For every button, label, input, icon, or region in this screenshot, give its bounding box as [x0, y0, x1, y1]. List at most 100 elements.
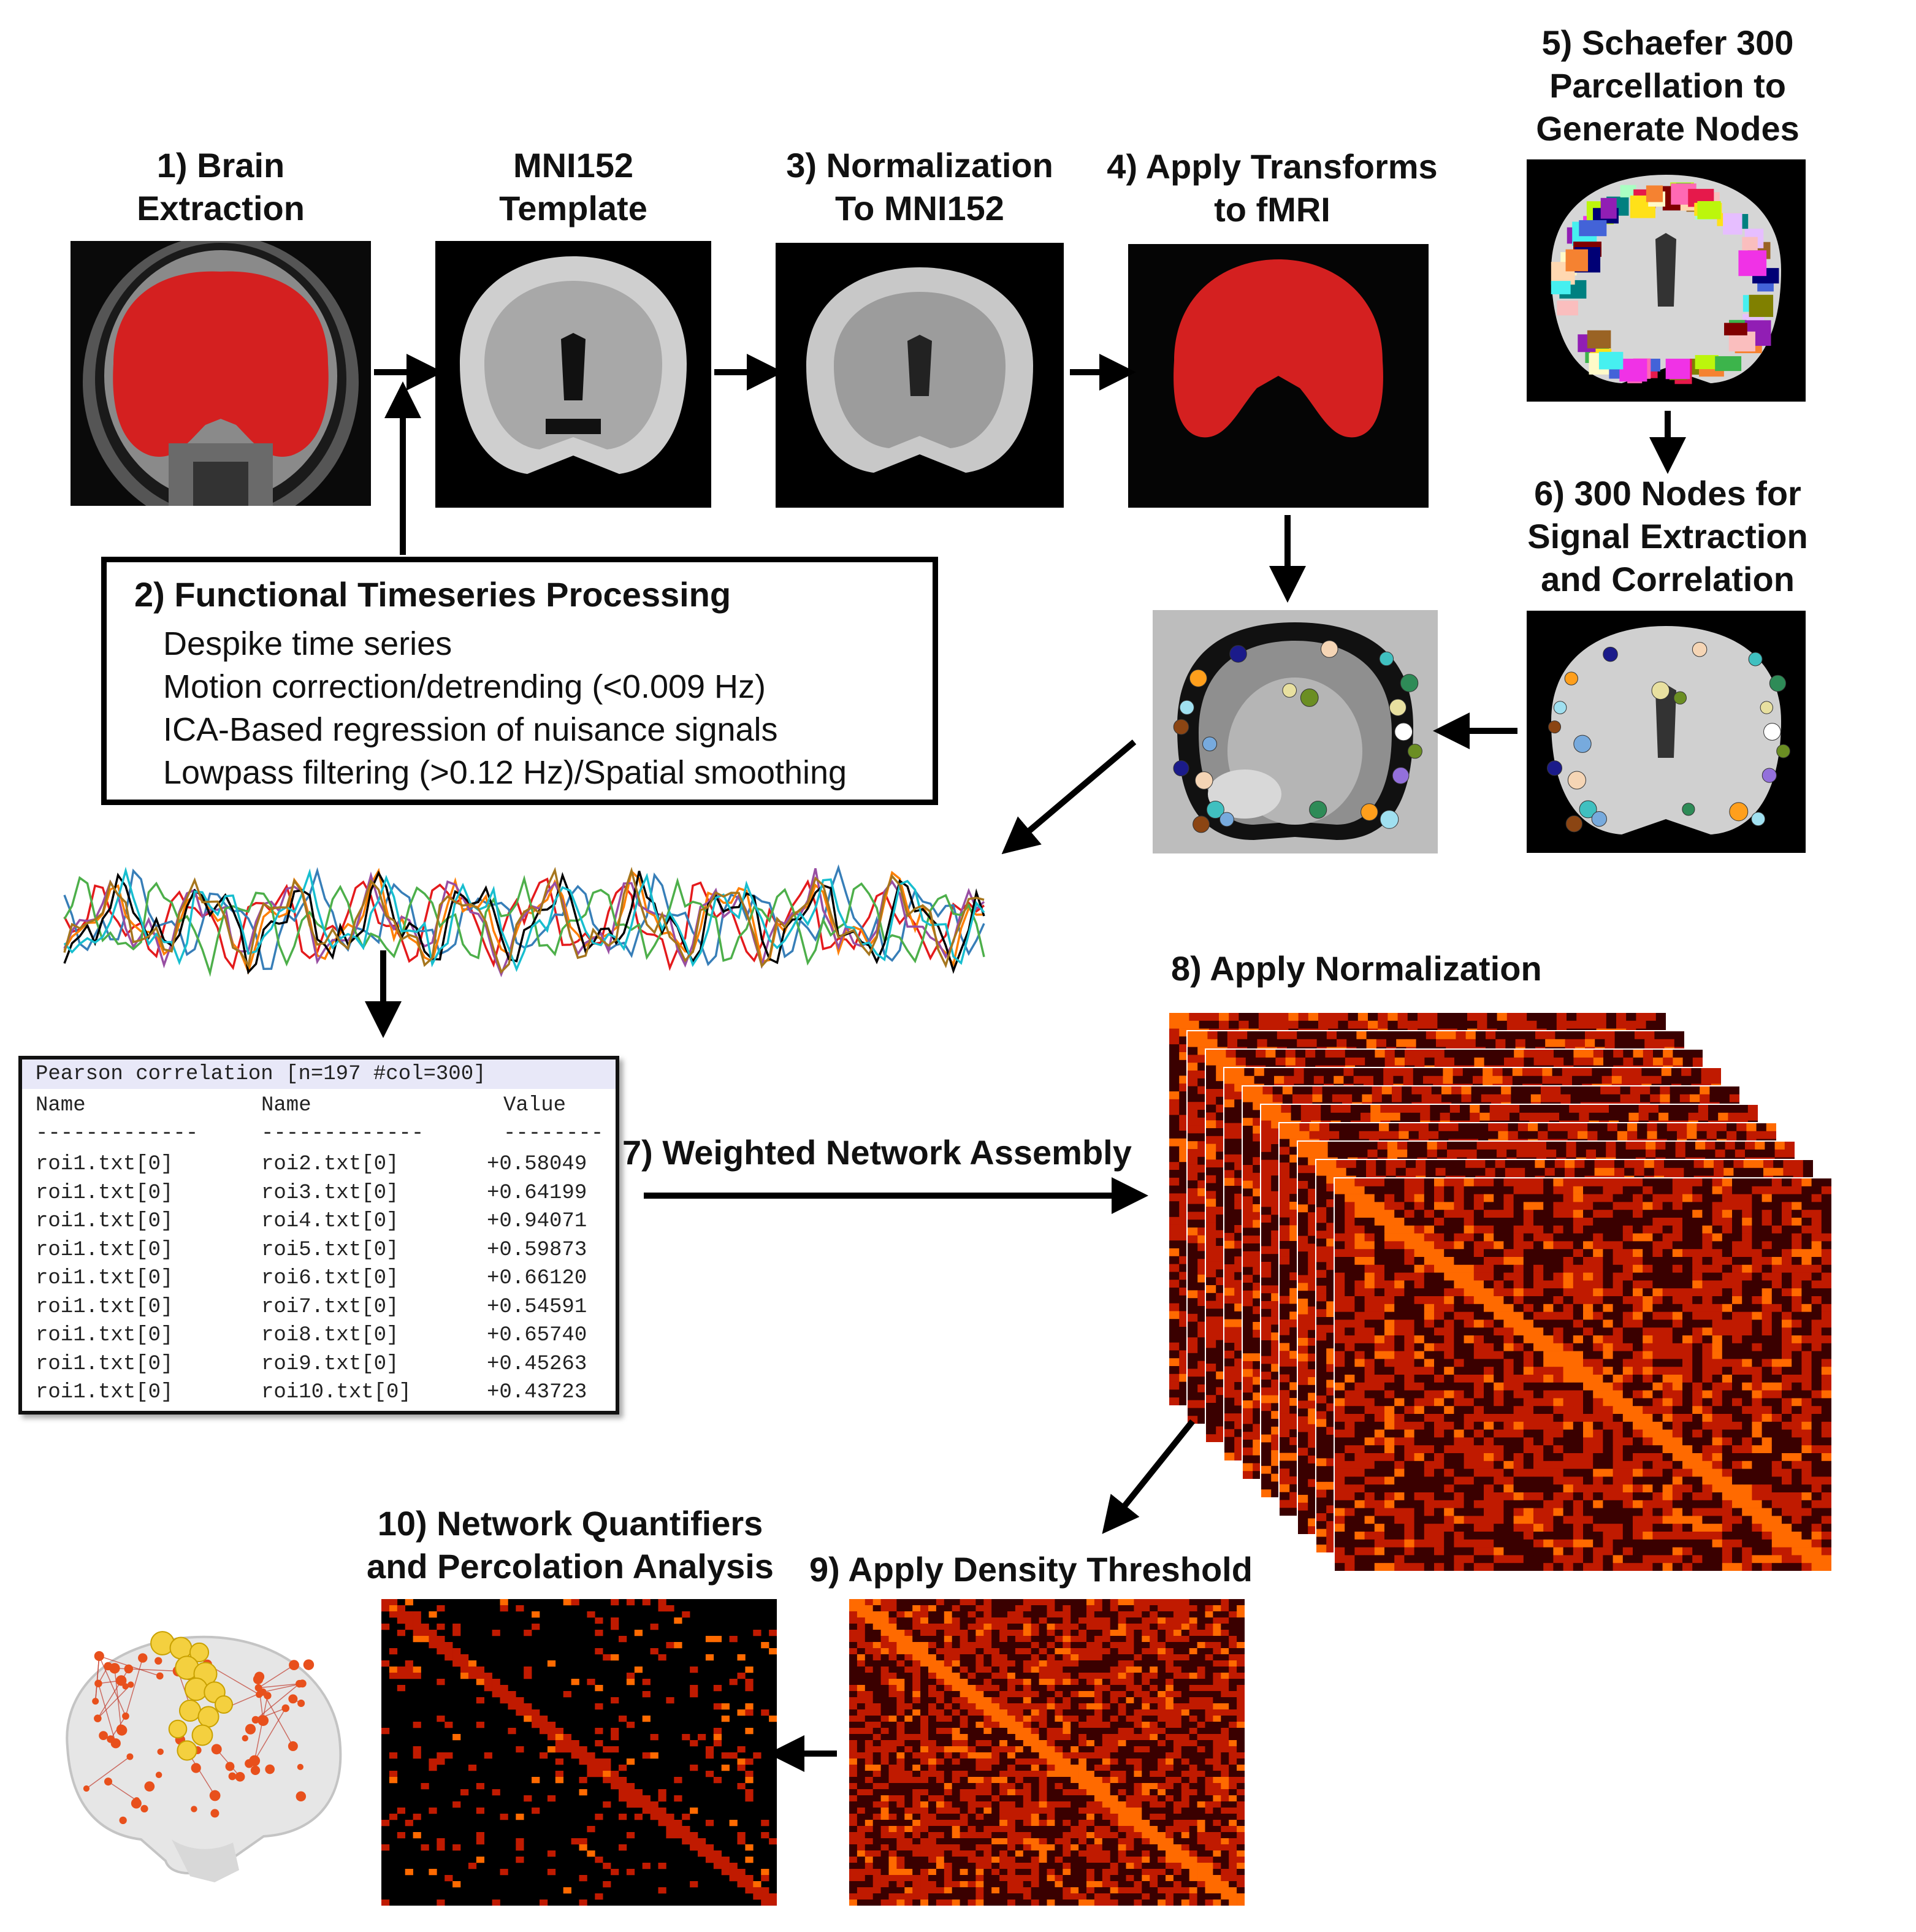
matrix-cell — [1447, 1020, 1458, 1029]
matrix-cell — [1348, 1013, 1359, 1021]
matrix-cell — [1624, 1031, 1635, 1040]
processing-item-ica: ICA-Based regression of nuisance signals — [163, 708, 778, 751]
node-dot — [1748, 652, 1763, 666]
step6-label-line3: and Correlation — [1496, 558, 1839, 601]
timeseries-line — [63, 866, 985, 974]
matrix-cell — [1446, 1039, 1456, 1047]
matrix-cell — [1188, 1047, 1198, 1055]
matrix-cell — [1188, 1369, 1198, 1377]
table-cell: roi1.txt[0] — [36, 1293, 173, 1321]
matrix-cell — [1517, 1020, 1527, 1029]
timeseries-plot — [61, 846, 987, 996]
matrix-cell — [1188, 1039, 1198, 1047]
table-cell: roi1.txt[0] — [36, 1179, 173, 1207]
node-dot — [1229, 645, 1247, 663]
matrix-cell — [1188, 1329, 1198, 1338]
matrix-cell — [1169, 1381, 1180, 1390]
parcel-patch — [1742, 237, 1758, 251]
matrix-cell — [1407, 1020, 1418, 1029]
matrix-cell — [1248, 1020, 1259, 1029]
matrix-cell — [1258, 1020, 1269, 1029]
matrix-cell — [1456, 1031, 1467, 1040]
matrix-cell — [1188, 1306, 1198, 1315]
matrix-cell — [1457, 1013, 1468, 1021]
timeseries-line — [63, 877, 985, 971]
matrix-cell — [1486, 1031, 1496, 1040]
matrix-cell — [1169, 1373, 1180, 1382]
matrix-cell — [1316, 1039, 1327, 1047]
matrix-cell — [1467, 1020, 1478, 1029]
matrix-cell — [1188, 1055, 1198, 1063]
matrix-cell — [1624, 1039, 1635, 1047]
parcel-patch — [1619, 359, 1647, 382]
mri-brain-extraction-image — [71, 241, 371, 506]
matrix-cell — [1457, 1020, 1468, 1029]
matrix-cell — [1257, 1031, 1268, 1040]
matrix-cell — [1644, 1031, 1655, 1040]
matrix-cell — [1188, 1149, 1198, 1158]
matrix-cell — [1188, 1384, 1198, 1393]
matrix-cell — [1546, 1020, 1557, 1029]
separator: ------------- — [261, 1120, 424, 1148]
matrix-cell — [1664, 1031, 1675, 1040]
matrix-cell — [1188, 1220, 1198, 1228]
matrix-cell — [1169, 1224, 1180, 1233]
matrix-cell — [1545, 1031, 1555, 1040]
matrix-cell — [1267, 1031, 1278, 1040]
matrix-cell — [1258, 1013, 1269, 1021]
matrix-cell — [1188, 1204, 1198, 1212]
matrix-cell — [1326, 1031, 1337, 1040]
matrix-cell — [1386, 1031, 1397, 1040]
matrix-cell — [1188, 1102, 1198, 1110]
step3-label: 3) Normalization To MNI152 — [763, 144, 1076, 230]
matrix-cell — [1229, 1013, 1239, 1021]
matrix-cell — [1169, 1036, 1180, 1045]
fmri-mask-image — [1128, 244, 1429, 508]
matrix-cell — [1188, 1274, 1198, 1283]
node-dot — [1553, 701, 1567, 714]
matrix-cell — [1626, 1020, 1636, 1029]
node-dot — [1573, 735, 1592, 753]
node-dot — [1682, 803, 1695, 816]
matrix-cell — [1525, 1031, 1536, 1040]
matrix-cell — [1378, 1013, 1388, 1021]
col-header-name2: Name — [261, 1091, 311, 1120]
node-dot — [1776, 744, 1790, 758]
matrix-cell — [1169, 1311, 1180, 1319]
matrix-cell — [1606, 1013, 1617, 1021]
matrix-cell — [1487, 1020, 1498, 1029]
parcel-patch — [1738, 250, 1767, 277]
matrix-cell — [1169, 1067, 1180, 1076]
node-dot — [1309, 800, 1327, 819]
matrix-cell — [1606, 1020, 1617, 1029]
matrix-cell — [1318, 1020, 1329, 1029]
col-header-value: Value — [503, 1091, 566, 1120]
matrix-cell — [1189, 1020, 1200, 1029]
matrix-cell — [1188, 1180, 1198, 1189]
node-dot — [1179, 700, 1194, 715]
matrix-cell — [1169, 1358, 1180, 1367]
matrix-cell — [1169, 1209, 1180, 1218]
parcel-patch — [1723, 213, 1742, 235]
node-dot — [1729, 802, 1749, 822]
matrix-cell — [1626, 1013, 1636, 1021]
matrix-cell — [1188, 1337, 1198, 1346]
matrix-cell — [1636, 1020, 1647, 1029]
template-label: MNI152 Template — [451, 144, 696, 230]
matrix-cell — [1356, 1031, 1367, 1040]
node-dot — [1564, 671, 1578, 685]
matrix-cell — [1197, 1031, 1208, 1040]
matrix-cell — [1426, 1031, 1437, 1040]
matrix-cell — [1169, 1075, 1180, 1084]
matrix-cell — [1169, 1170, 1180, 1178]
matrix-cell — [1188, 1212, 1198, 1220]
matrix-cell — [1337, 1031, 1347, 1040]
matrix-cell — [1169, 1327, 1180, 1335]
matrix-cell — [1188, 1345, 1198, 1354]
matrix-cell — [1169, 1138, 1180, 1147]
matrix-cell — [1239, 1020, 1250, 1029]
parcel-patch — [1695, 355, 1719, 370]
matrix-cell — [1505, 1039, 1516, 1047]
matrix-cell — [1654, 1039, 1665, 1047]
matrix-cell — [1397, 1020, 1408, 1029]
